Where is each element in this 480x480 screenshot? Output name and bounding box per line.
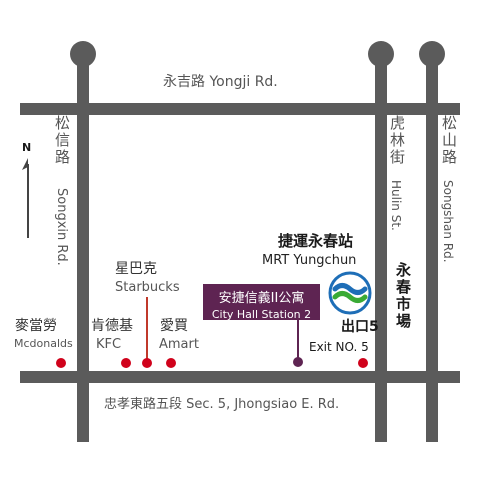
poi-starbucks-pin-line: [146, 297, 148, 359]
destination-name-en: City Hall Station 2: [211, 308, 312, 321]
market-label: 永春市場: [394, 262, 412, 330]
poi-mcdonalds-en: Mcdonalds: [14, 337, 73, 350]
label-hulin-en: Hulin St.: [389, 180, 403, 231]
destination-marker[interactable]: [293, 357, 303, 367]
poi-amart-marker: [166, 358, 176, 368]
poi-amart-cn: 愛買: [160, 318, 188, 334]
label-songxin-cn: 松信路: [53, 115, 71, 166]
road-zhongxiao: [20, 371, 460, 383]
road-end-songxin: [70, 41, 96, 67]
destination-name-cn: 安捷信義II公寓: [218, 291, 305, 306]
poi-kfc-en: KFC: [96, 337, 122, 352]
destination-pin-line: [297, 320, 299, 358]
mrt-exit-marker: [358, 358, 368, 368]
road-yongji: [20, 103, 460, 115]
mrt-logo-icon: [328, 271, 372, 315]
poi-kfc-marker: [121, 358, 131, 368]
road-songshan: [426, 52, 438, 442]
label-yongji-road: 永吉路 Yongji Rd.: [163, 74, 278, 90]
mrt-name-en: MRT Yungchun: [262, 253, 357, 268]
road-songxin: [77, 52, 89, 442]
mrt-name-cn: 捷運永春站: [278, 232, 354, 250]
road-hulin: [375, 52, 387, 442]
label-songxin-en: Songxin Rd.: [54, 188, 69, 266]
poi-starbucks-cn: 星巴克: [115, 261, 157, 277]
poi-mcdonalds-cn: 麥當勞: [15, 318, 57, 334]
poi-starbucks-marker: [142, 358, 152, 368]
north-arrow-icon: [22, 158, 29, 238]
road-end-hulin: [368, 41, 394, 67]
destination-callout[interactable]: 安捷信義II公寓 City Hall Station 2: [203, 284, 320, 321]
road-end-songshan: [419, 41, 445, 67]
poi-starbucks-en: Starbucks: [115, 280, 180, 295]
mrt-exit-cn: 出口5: [341, 319, 379, 335]
poi-kfc-cn: 肯德基: [91, 318, 133, 334]
label-songshan-cn: 松山路: [440, 115, 458, 166]
north-label: N: [22, 141, 32, 154]
poi-amart-en: Amart: [159, 337, 199, 352]
mrt-exit-en: Exit NO. 5: [309, 340, 369, 354]
poi-mcdonalds-marker: [56, 358, 66, 368]
label-zhongxiao-road: 忠孝東路五段 Sec. 5, Jhongsiao E. Rd.: [104, 397, 340, 412]
label-songshan-en: Songshan Rd.: [441, 180, 455, 263]
label-hulin-cn: 虎林街: [388, 115, 406, 166]
